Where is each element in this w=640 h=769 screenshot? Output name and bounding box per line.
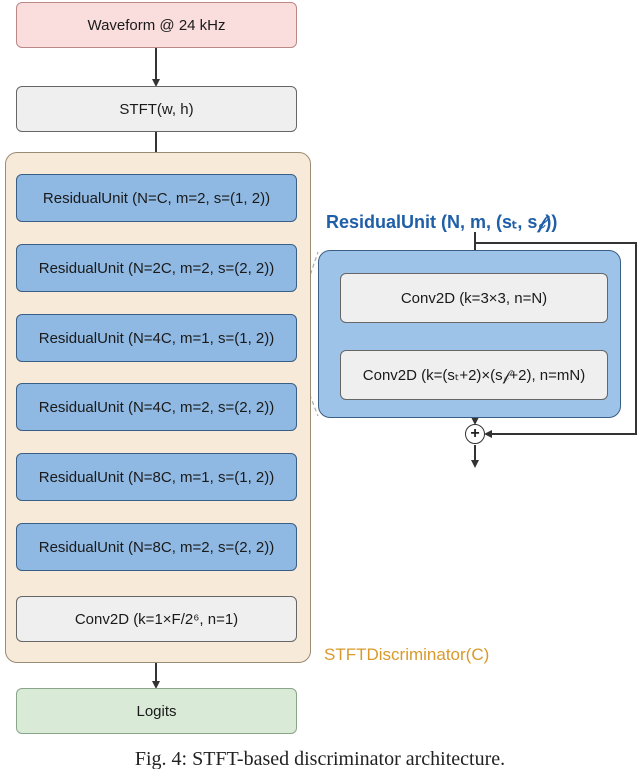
residual-unit-4: ResidualUnit (N=4C, m=2, s=(2, 2)) [16, 383, 297, 431]
residual-conv2d-2: Conv2D (k=(sₜ+2)×(s𝒻+2), n=mN) [340, 350, 608, 400]
residual-unit-3: ResidualUnit (N=4C, m=1, s=(1, 2)) [16, 314, 297, 362]
residual-unit-title: ResidualUnit (N, m, (sₜ, s𝒻)) [326, 212, 558, 232]
figure-caption: Fig. 4: STFT-based discriminator archite… [134, 748, 506, 769]
sum-symbol: + [470, 425, 480, 442]
residual-skip-connection [475, 242, 637, 438]
residual-unit-6: ResidualUnit (N=8C, m=2, s=(2, 2)) [16, 523, 297, 571]
stft-discriminator-label: STFTDiscriminator(C) [324, 645, 490, 664]
sum-node: + [465, 424, 485, 444]
stft-node: STFT(w, h) [16, 86, 297, 132]
residual-unit-5: ResidualUnit (N=8C, m=1, s=(1, 2)) [16, 453, 297, 501]
residual-conv2d-1: Conv2D (k=3×3, n=N) [340, 273, 608, 323]
logits-node: Logits [16, 688, 297, 734]
residual-unit-2: ResidualUnit (N=2C, m=2, s=(2, 2)) [16, 244, 297, 292]
conv2d-final-node: Conv2D (k=1×F/2⁶, n=1) [16, 596, 297, 642]
residual-unit-1: ResidualUnit (N=C, m=2, s=(1, 2)) [16, 174, 297, 222]
waveform-node: Waveform @ 24 kHz [16, 2, 297, 48]
